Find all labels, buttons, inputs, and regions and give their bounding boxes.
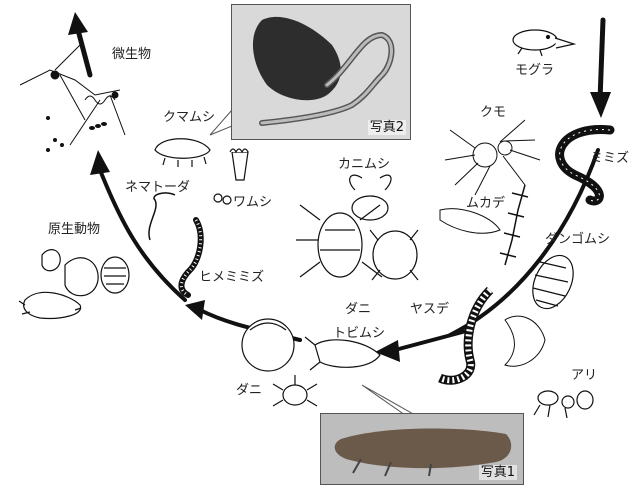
arrow-microbe-up — [78, 30, 90, 75]
arrow-right-down — [600, 20, 603, 100]
mole-drawing — [513, 30, 574, 56]
label-mite-center: ダニ — [345, 303, 371, 316]
arrow-left-up-head — [90, 150, 110, 175]
label-millipede: ヤスデ — [410, 303, 449, 316]
larva-drawing — [440, 209, 500, 234]
label-ant: アリ — [571, 369, 597, 382]
springtail-drawing — [305, 337, 380, 370]
tardigrade-drawing — [155, 139, 210, 167]
label-centipede: ムカデ — [466, 197, 505, 210]
ant-drawing — [534, 391, 593, 418]
photo-1: 写真1 — [320, 413, 524, 485]
label-earthworm: ミミズ — [590, 152, 629, 165]
pill-bug-drawing — [525, 249, 581, 315]
arrow-to-springtail — [395, 330, 470, 350]
label-protozoa: 原生動物 — [48, 223, 100, 236]
pseudoscorpion-drawing — [350, 175, 391, 220]
label-nematode: ネマトーダ — [125, 181, 190, 194]
arrow-right-down-head — [590, 92, 611, 118]
amphipod-drawing — [505, 316, 545, 366]
photo-2-image — [232, 5, 410, 139]
arrow-bottom-left-head — [185, 300, 205, 320]
spider-drawing — [445, 120, 540, 195]
label-pill-bug: ダンゴムシ — [545, 233, 610, 246]
microbe-drawing — [20, 45, 125, 152]
label-mole: モグラ — [515, 64, 554, 77]
enchytraeid-drawing — [181, 220, 200, 295]
arrow-microbe-up-head — [68, 12, 88, 35]
photo-2-caption: 写真2 — [368, 120, 406, 135]
label-enchytraeid: ヒメミミズ — [199, 271, 264, 284]
photo-2: 写真2 — [231, 4, 411, 140]
label-springtail: トビムシ — [333, 327, 385, 340]
label-microbe: 微生物 — [112, 48, 151, 61]
label-tardigrade: クマムシ — [163, 111, 215, 124]
label-rotifer: ワムシ — [233, 196, 272, 209]
label-mite-bottom: ダニ — [236, 384, 262, 397]
protozoa-drawing — [19, 250, 129, 319]
label-spider: クモ — [480, 106, 506, 119]
arrow-to-springtail-head — [375, 340, 400, 362]
nematode-drawing — [149, 193, 175, 240]
photo-1-caption: 写真1 — [479, 465, 517, 480]
label-crab-mite: カニムシ — [338, 158, 390, 171]
